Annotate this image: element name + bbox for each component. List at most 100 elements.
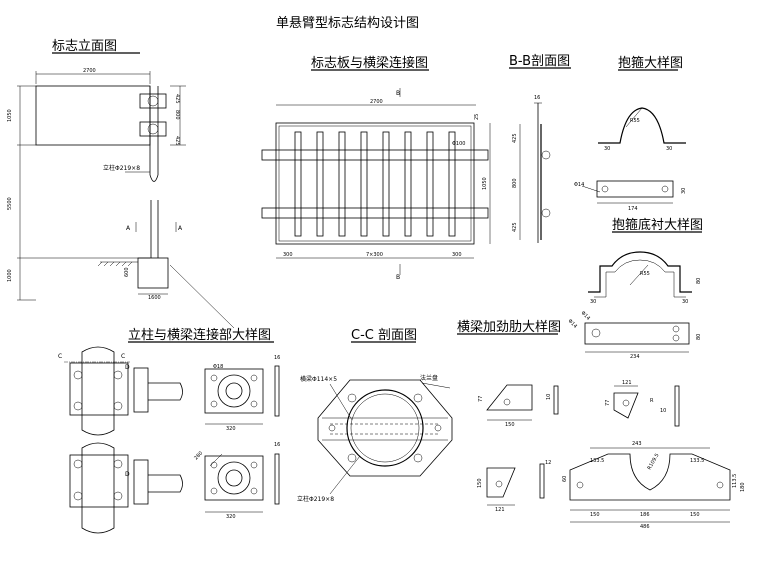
panel-small-dim: 25 [474,114,480,120]
stiffener-a [486,384,533,411]
stiffener-d-total: 486 [640,524,650,530]
pb-flange-width: 320 [226,426,236,432]
stiffener-c [486,467,516,498]
elev-base-w-dim: 1600 [148,295,161,301]
stiffener-d-h2: 113.5 [732,474,738,488]
panel-rib [426,131,434,237]
cc-section-view: 横梁Φ114×5 法兰盘 立柱Φ219×8 [297,374,453,503]
elev-base-h-dim: 600 [124,267,130,277]
liner-radius: R55 [640,271,650,277]
elev-s2-dim: 800 [174,110,180,120]
elev-s3-dim: 425 [174,136,180,146]
elev-h2-dim: 5500 [7,197,13,210]
panel-cut-b: B [396,90,400,97]
cc-flange-label: 法兰盘 [420,374,438,382]
stiffener-view: 150 77 10 121 77 R 10 121 150 12 243 133… [477,380,746,530]
panel-rib [404,131,412,237]
elev-width-dim: 2700 [83,68,96,74]
bb-section-view: 425 800 425 16 [512,95,551,243]
elev-h1-dim: 1050 [7,109,13,122]
pb-thickness-bottom: 16 [274,442,280,448]
panel-beam-title: 标志板与横梁连接图 [311,55,428,71]
panel-ribs [294,131,456,237]
pb-cut-c2: C [121,353,125,360]
stiffener-a-thickness: 10 [546,394,552,400]
panel-rib [338,131,346,237]
stiffener-c-height: 150 [477,478,483,488]
stiffener-b-height: 77 [605,400,611,406]
elev-s1-dim: 425 [174,94,180,104]
clamp-plate [596,180,674,198]
bb-d3-dim: 425 [512,222,518,232]
elevation-view: 2700 1050 5500 1000 425 800 425 立柱Φ219×8… [7,68,235,329]
panel-right-dim: 300 [452,252,462,258]
titles: 单悬臂型标志结构设计图 标志立面图 标志板与横梁连接图 B-B剖面图 抱箍大样图… [52,16,703,343]
stiffener-a-height: 77 [478,396,484,402]
cc-post-circle [346,389,424,467]
clamp-hole: Φ14 [574,182,584,188]
stiffener-b-width: 121 [622,380,632,386]
panel-beam-view: 2700 B B Φ100 300 7×300 300 1050 25 [261,88,491,281]
elev-h3-dim: 1000 [7,269,13,282]
flange-top [204,368,264,414]
liner-outline [588,251,692,293]
panel-left-dim: 300 [283,252,293,258]
stiffener-d-right: 133.5 [690,458,704,464]
stiffener-b-radius: R [650,398,654,404]
panel-rib [360,131,368,237]
bb-d1-dim: 425 [512,133,518,143]
liner-hole-b: Φ14 [580,310,592,322]
elev-cut-a: A [126,225,131,232]
liner-thickness: 80 [696,334,702,340]
clamp-thickness: 30 [681,188,687,194]
stiffener-d-top: 243 [632,441,642,447]
clamp-w2: 30 [666,146,672,152]
liner-length: 234 [630,354,640,360]
panel-cut-b2: B [396,274,400,281]
clamp-liner-title: 抱箍底衬大样图 [612,217,703,233]
stiffener-d-b1: 150 [590,512,600,518]
panel-mid-dim: 7×300 [366,252,383,258]
panel-rib [382,131,390,237]
bb-section-title: B-B剖面图 [509,54,570,69]
clamp-arc [598,107,686,144]
sign-panel-face [275,122,475,245]
stiffener-d-radius: R109.5 [647,453,661,471]
panel-width-dim: 2700 [370,99,383,105]
liner-height: 80 [696,278,702,284]
panel-rib [448,131,456,237]
panel-height-dim: 1050 [482,177,488,190]
post-beam-title: 立柱与横梁连接部大样图 [128,327,271,343]
stiffener-a-width: 150 [505,422,515,428]
stiffener-d-b2: 186 [640,512,650,518]
pb-flange-diameter: Φ18 [213,364,223,370]
liner-w1: 30 [590,299,596,305]
stiffener-title: 横梁加劲肋大样图 [457,320,561,335]
stiffener-c-thickness: 12 [545,460,551,466]
clamp-liner-view: R55 30 30 80 234 Φ14 Φ14 80 [567,251,702,360]
stiffener-b [613,392,639,419]
pb-cut-d: D [125,364,130,371]
flange-bottom [204,455,264,501]
cc-section-title: C-C 剖面图 [351,328,417,343]
elevation-title: 标志立面图 [52,39,117,54]
pb-thickness-top: 16 [274,355,280,361]
clamp-radius: R55 [630,118,640,124]
stiffener-b-thickness: 10 [660,408,666,414]
clamp-w1: 30 [604,146,610,152]
clamp-title: 抱箍大样图 [618,55,683,71]
stiffener-d-b3: 150 [690,512,700,518]
cc-plate [317,379,453,477]
upper-beam [261,149,489,161]
clamp-view: R55 30 30 174 Φ14 30 [574,107,687,212]
panel-rib [316,131,324,237]
foundation [137,257,169,289]
stiffener-d-h1: 180 [740,482,746,492]
sign-panel [35,85,151,146]
panel-rib [294,131,302,237]
elev-post-label: 立柱Φ219×8 [103,164,140,172]
stiffener-c-width: 121 [495,507,505,513]
stiffener-d-h3: 60 [562,476,568,482]
panel-beam-diameter: Φ100 [452,141,465,147]
